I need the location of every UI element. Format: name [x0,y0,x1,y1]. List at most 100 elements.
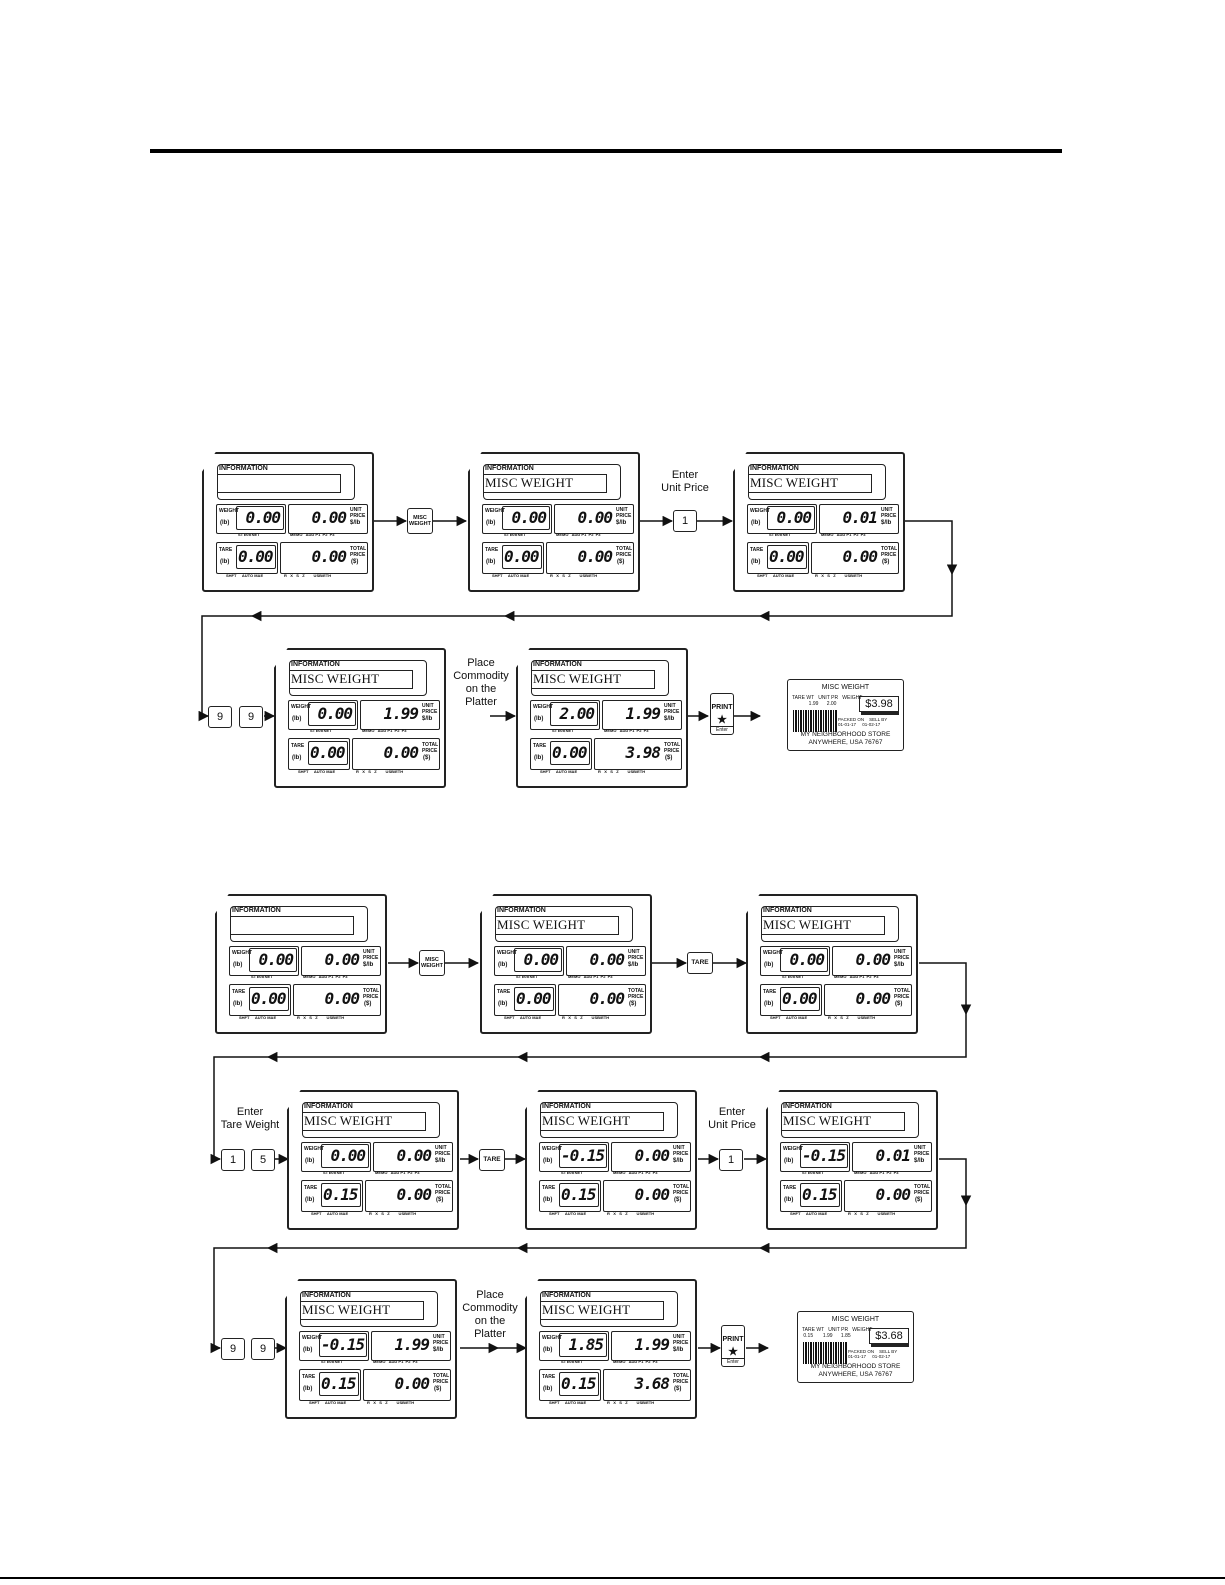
tare-value: 0.15 [802,1185,838,1204]
tare-footer: SHFT AUTO MAE [790,1211,828,1216]
unit-footer: MEMO ADD P1 P2 P3 [834,974,879,979]
key-9[interactable]: 9 [221,1338,245,1360]
print-key-sub: Enter [722,1358,744,1365]
tare-digit-box [249,987,289,1011]
info-label: INFORMATION [542,1103,591,1110]
info-box [761,916,885,935]
unit-footer: MEMO ADD P1 P2 P3 [290,532,335,537]
total-price-panel [546,542,634,574]
weight-label: WEIGHT [219,508,239,514]
print-key[interactable]: PRINT ★ Enter [710,693,734,735]
info-box [230,916,354,935]
label-cells: TARE WT UNIT PR WEIGHT 0.15 1.99 1.85 [802,1327,873,1339]
weight-value: 0.00 [789,950,825,969]
total-price-label: TOTAL PRICE [673,1184,690,1196]
info-box [217,474,341,493]
weight-footer: ST ▸0◂ NET [323,1170,345,1175]
printed-label: MISC WEIGHT TARE WT UNIT PR WEIGHT 1.99 … [787,679,904,751]
key-1[interactable]: 1 [673,510,697,532]
weight-digit-box [319,1333,367,1357]
tare-footer: SHFT AUTO MAE [309,1400,347,1405]
total-price-label: TOTAL PRICE [616,546,633,558]
info-label: INFORMATION [302,1292,351,1299]
total-price-panel [603,1369,691,1401]
weight-label: WEIGHT [763,950,783,956]
key-9[interactable]: 9 [239,706,263,728]
info-label: INFORMATION [542,1292,591,1299]
misc-weight-key[interactable]: MISC WEIGHT [419,950,445,976]
total-price-sub: ($) [674,1386,682,1392]
key-5[interactable]: 5 [251,1149,275,1171]
arrow [905,520,958,576]
lb-label: (lb) [292,716,302,722]
weight-label: WEIGHT [533,704,553,710]
unit-price-label: UNIT PRICE [350,507,366,519]
tare-value: 0.00 [782,989,818,1008]
step-enter-unit-price: Enter Unit Price [708,1106,756,1131]
info-label: INFORMATION [485,465,534,472]
key-1[interactable]: 1 [221,1149,245,1171]
print-key[interactable]: PRINT ★ Enter [721,1325,745,1367]
tare-key[interactable]: TARE [687,952,713,974]
key-1[interactable]: 1 [719,1149,743,1171]
weight-value: 0.00 [317,704,353,723]
unit-price-panel [852,1142,932,1172]
arrow [758,1014,967,1063]
arrow [758,1205,967,1254]
total-price-panel [293,984,381,1016]
total-price-label: TOTAL PRICE [664,742,681,754]
tare-label: TARE [783,1185,797,1191]
tare-value: 0.15 [321,1374,357,1393]
weight-footer: ST ▸0◂ NET [769,532,791,537]
print-key-label: PRINT [711,704,733,711]
unit-price-panel [819,504,899,534]
tare-digit-box [308,741,348,765]
unit-price-value: 0.00 [634,1146,670,1165]
total-price-panel [824,984,912,1016]
info-text: MISC WEIGHT [291,671,380,686]
tare-label: TARE [302,1374,316,1380]
unit-price-label: UNIT PRICE [422,703,438,715]
unit-price-sub: $/lb [914,1158,925,1164]
total-price-sub: ($) [882,559,890,565]
label-footer: MY NEIGHBORHOOD STORE ANYWHERE, USA 7676… [810,1363,901,1378]
unit-price-label: UNIT PRICE [616,507,632,519]
key-9[interactable]: 9 [208,706,232,728]
key-9[interactable]: 9 [251,1338,275,1360]
misc-weight-key[interactable]: MISC WEIGHT [407,508,433,534]
total-price-value: 0.00 [875,1185,911,1204]
weight-footer: ST ▸0◂ NET [782,974,804,979]
tare-label: TARE [232,989,246,995]
total-price-value: 3.98 [625,743,661,762]
unit-price-sub: $/lb [363,962,374,968]
arrow [210,1247,268,1354]
lb-label: (lb) [233,962,243,968]
tare-key[interactable]: TARE [479,1149,505,1171]
unit-price-panel [611,1142,691,1172]
lb-label: (lb) [751,559,761,565]
weight-digit-box [308,702,356,726]
label-band [861,711,899,715]
label-dates: PACKED ON SELL BY 01-01-17 01-02-17 [848,1349,898,1359]
total-price-label: TOTAL PRICE [350,546,367,558]
total-price-label: TOTAL PRICE [894,988,911,1000]
label-cells: TARE WT UNIT PR WEIGHT 1.99 2.00 [792,695,863,707]
unit-price-label: UNIT PRICE [664,703,680,715]
weight-footer: ST ▸0◂ NET [321,1359,343,1364]
weight-digit-box [559,1144,607,1168]
unit-price-sub: $/lb [673,1158,684,1164]
unit-price-value: 0.01 [842,508,878,527]
unit-price-value: 0.00 [311,508,347,527]
total-price-value: 0.00 [394,1374,430,1393]
lb-label: (lb) [543,1197,553,1203]
label-price: $3.68 [869,1328,909,1344]
weight-digit-box [514,948,562,972]
weight-value: 0.00 [776,508,812,527]
info-box [781,1112,905,1131]
